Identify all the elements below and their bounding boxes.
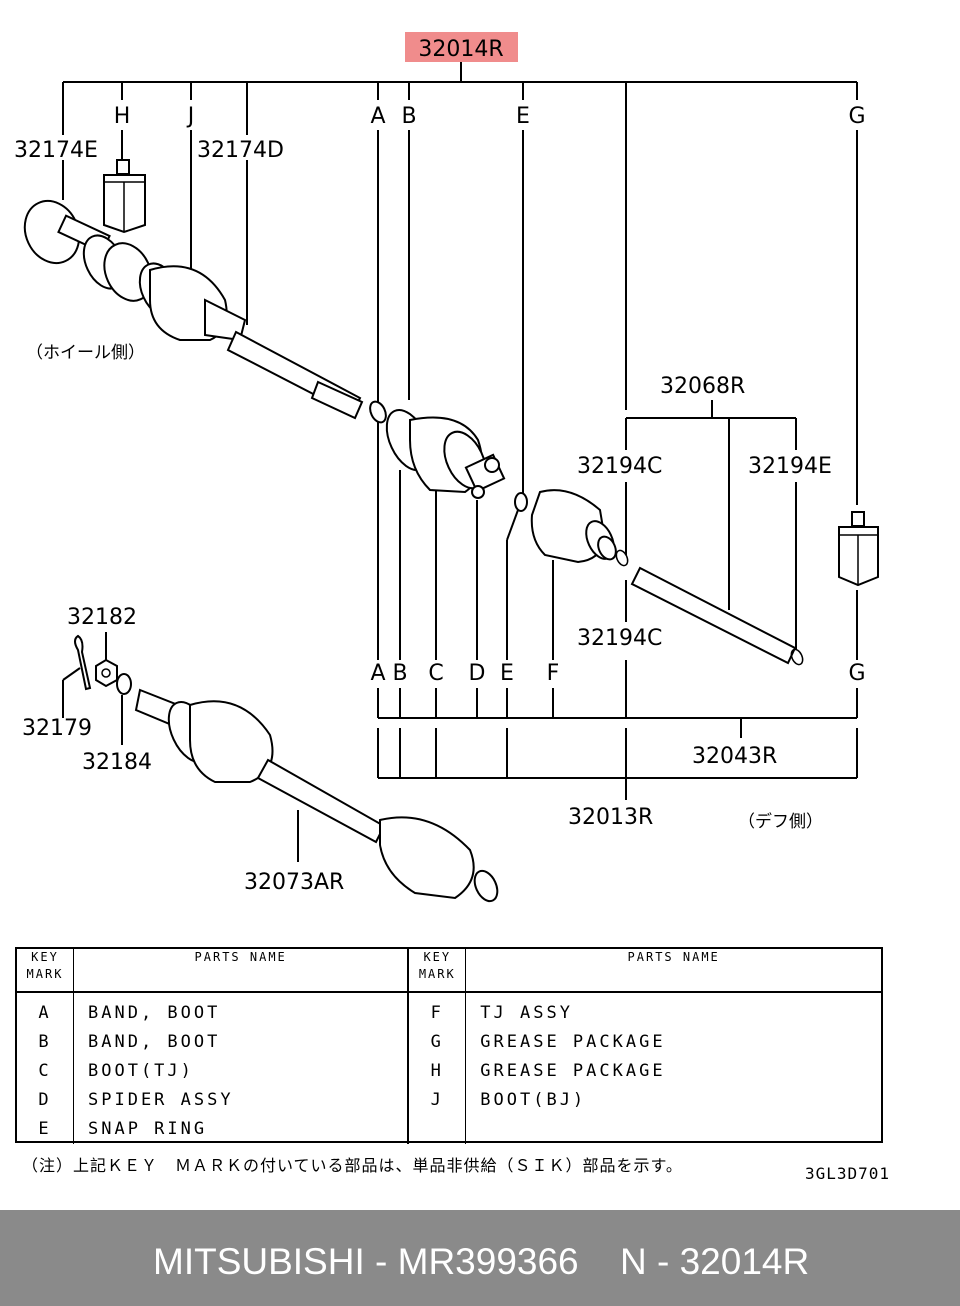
legend-key: H <box>430 1061 444 1081</box>
legend-part-name: BAND, BOOT <box>88 1003 221 1023</box>
key-mark-H-top: H <box>114 104 131 129</box>
label-32184[interactable]: 32184 <box>82 750 152 775</box>
legend-key: E <box>38 1119 52 1139</box>
footer-ref-number: N - 32014R <box>620 1241 810 1282</box>
label-32179[interactable]: 32179 <box>22 716 92 741</box>
key-mark-C-bottom: C <box>428 661 443 686</box>
legend-part-name: TJ ASSY <box>480 1003 573 1023</box>
washer-32184[interactable] <box>116 673 132 745</box>
key-mark-B-bottom: B <box>392 661 407 686</box>
label-32194E[interactable]: 32194E <box>748 454 832 479</box>
key-mark-F-bottom: F <box>547 661 560 686</box>
key-mark-G-top: G <box>848 104 865 129</box>
legend-part-name: BOOT(TJ) <box>88 1061 194 1081</box>
footer-bar: MITSUBISHI - MR399366 N - 32014R <box>0 1210 960 1306</box>
label-32194C-bottom[interactable]: 32194C <box>577 626 662 651</box>
cotter-pin-32179[interactable] <box>62 634 92 718</box>
top-leaders <box>62 130 858 660</box>
legend-key: D <box>38 1090 52 1110</box>
key-mark-E-bottom: E <box>500 661 514 686</box>
footnote: （注）上記ＫＥＹ ＭＡＲＫの付いている部品は、単品非供給（ＳＩＫ）部品を示す。 <box>22 1156 683 1175</box>
legend-key: B <box>38 1032 52 1052</box>
legend-name-header-right: PARTS NAME <box>465 949 881 993</box>
top-bracket <box>62 62 858 410</box>
key-mark-B-top: B <box>401 104 416 129</box>
key-mark-E-top: E <box>516 104 530 129</box>
label-32043R[interactable]: 32043R <box>692 744 777 769</box>
legend-part-name: BOOT(BJ) <box>480 1090 587 1110</box>
key-mark-A-bottom: A <box>370 661 385 686</box>
legend-name-header-left: PARTS NAME <box>73 949 410 993</box>
drive-shaft-assembly-32073AR[interactable] <box>134 688 502 905</box>
grease-package-H[interactable] <box>103 159 146 234</box>
label-32182[interactable]: 32182 <box>67 605 137 630</box>
legend-part-name: SNAP RING <box>88 1119 208 1139</box>
legend-part-name: GREASE PACKAGE <box>480 1061 666 1081</box>
legend-part-name: SPIDER ASSY <box>88 1090 234 1110</box>
legend-part-name: BAND, BOOT <box>88 1032 221 1052</box>
legend-key: F <box>430 1003 444 1023</box>
wheel-side-label: （ホイール側） <box>26 343 145 363</box>
label-32068R[interactable]: 32068R <box>660 374 745 399</box>
diff-side-label: （デフ側） <box>738 811 823 832</box>
inner-boot-assembly[interactable] <box>378 403 528 512</box>
diagram-code: 3GL3D701 <box>804 1164 890 1183</box>
label-32174E[interactable]: 32174E <box>14 138 98 163</box>
drive-shaft[interactable] <box>226 330 389 425</box>
inner-shaft[interactable] <box>630 566 805 666</box>
label-32013R[interactable]: 32013R <box>568 805 653 830</box>
parts-diagram: 32014R H J A B E G 32174E 32174D 32068R … <box>14 32 879 905</box>
key-mark-D-bottom: D <box>469 661 486 686</box>
tj-housing[interactable] <box>530 489 630 567</box>
bottom-leaders <box>399 470 858 718</box>
legend-key: J <box>430 1090 444 1110</box>
main-part-highlight[interactable] <box>405 32 518 62</box>
bracket-32043R <box>377 688 858 738</box>
key-mark-J-top: J <box>186 104 195 129</box>
grease-package-G[interactable] <box>838 511 879 587</box>
label-32073AR[interactable]: 32073AR <box>244 870 344 895</box>
bracket-32068R <box>625 400 797 650</box>
outer-joint-assembly[interactable] <box>15 192 247 342</box>
label-32174D[interactable]: 32174D <box>197 138 284 163</box>
key-mark-A-top: A <box>370 104 385 129</box>
key-mark-G-bottom: G <box>848 661 865 686</box>
nut-32182[interactable] <box>95 632 118 688</box>
legend-part-name: GREASE PACKAGE <box>480 1032 666 1052</box>
footer-brand-part: MITSUBISHI - MR399366 <box>153 1241 579 1282</box>
legend-key: A <box>38 1003 52 1023</box>
legend-key: G <box>430 1032 444 1052</box>
label-32194C-top[interactable]: 32194C <box>577 454 662 479</box>
main-part-number[interactable]: 32014R <box>418 37 503 62</box>
legend-key: C <box>38 1061 52 1081</box>
bracket-32013R <box>377 728 858 800</box>
